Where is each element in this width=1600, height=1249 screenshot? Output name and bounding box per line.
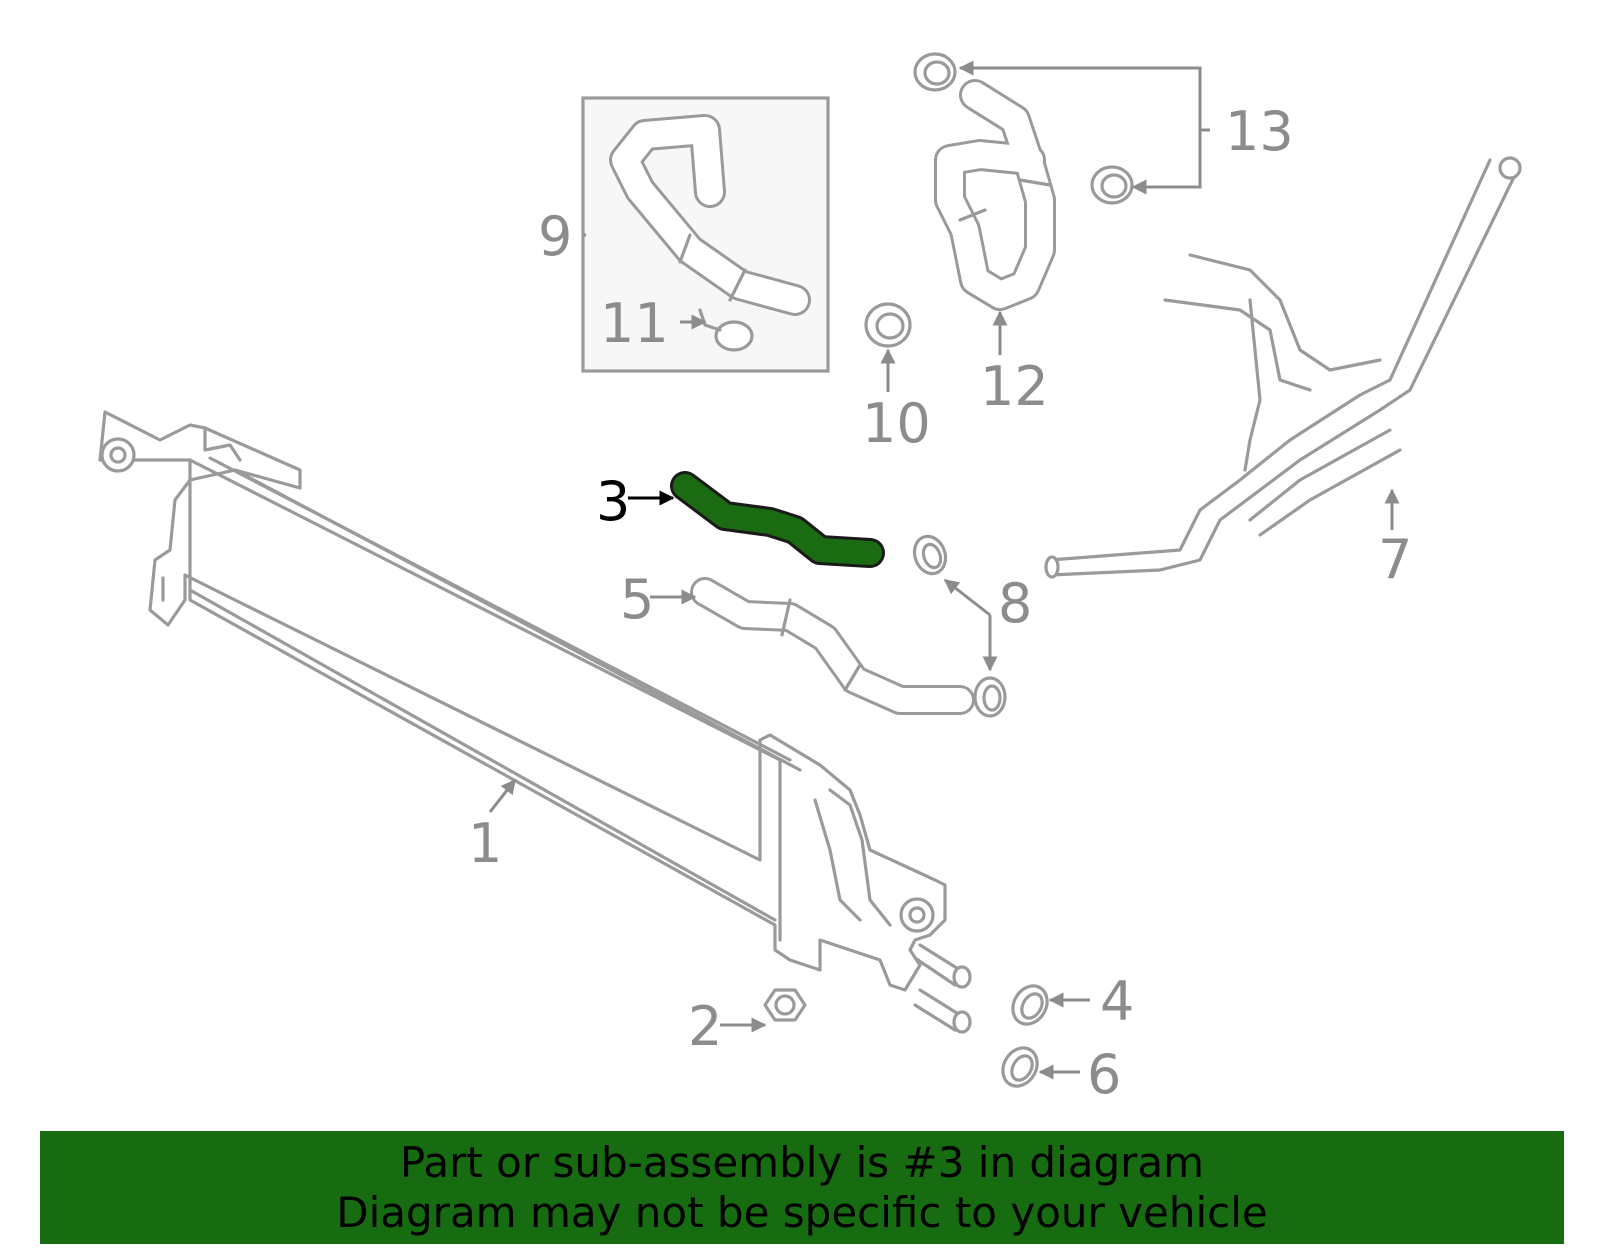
hose-5[interactable]: [690, 577, 975, 715]
callout-6: 6: [1087, 1043, 1121, 1106]
callout-9: 9: [538, 205, 572, 268]
callout-5: 5: [620, 568, 654, 631]
callout-3: 3: [596, 470, 630, 533]
callout-13: 13: [1225, 100, 1294, 163]
clamp-4[interactable]: [1006, 980, 1054, 1031]
leader-lines: [488, 60, 1400, 1080]
callout-8: 8: [998, 572, 1032, 635]
oil-cooler[interactable]: [98, 410, 972, 1034]
callout-4: 4: [1100, 970, 1134, 1033]
banner-line-2: Diagram may not be specific to your vehi…: [336, 1187, 1268, 1237]
clamp-10[interactable]: [864, 302, 912, 348]
callout-12: 12: [980, 355, 1049, 418]
callout-1: 1: [468, 812, 502, 875]
clamp-6[interactable]: [996, 1042, 1044, 1093]
cooler-lines[interactable]: [1044, 156, 1522, 579]
clamp-13-upper[interactable]: [913, 52, 957, 92]
callout-2: 2: [688, 995, 722, 1058]
info-banner: Part or sub-assembly is #3 in diagram Di…: [40, 1131, 1564, 1244]
hose-3-highlighted[interactable]: [670, 471, 885, 568]
callout-7: 7: [1378, 528, 1412, 591]
nut[interactable]: [763, 988, 807, 1022]
part-9-box[interactable]: [581, 96, 830, 373]
callout-10: 10: [862, 392, 931, 455]
hose-12[interactable]: [934, 79, 1056, 311]
clamp-8-upper[interactable]: [909, 532, 950, 578]
clamp-13-lower[interactable]: [1090, 165, 1134, 205]
banner-line-1: Part or sub-assembly is #3 in diagram: [399, 1137, 1205, 1187]
callout-11: 11: [600, 292, 669, 355]
clamp-8-lower[interactable]: [973, 676, 1007, 718]
